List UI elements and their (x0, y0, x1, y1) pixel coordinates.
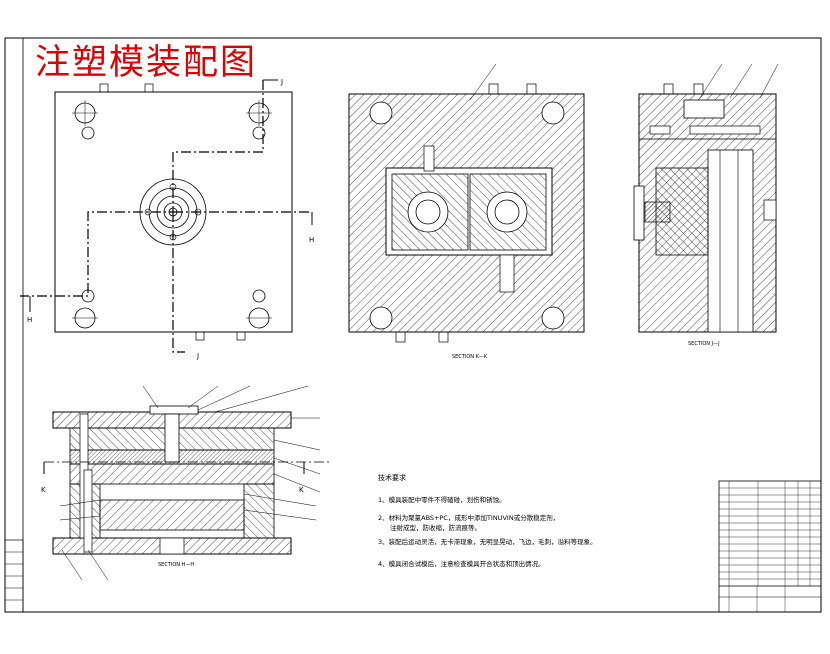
note-item-1: 1、模具装配中零件不得磕碰，划伤和锈蚀。 (378, 495, 506, 504)
top-plan-view: J H H J (20, 78, 314, 360)
technical-notes: 技术要求 1、模具装配中零件不得磕碰，划伤和锈蚀。 2、材料为聚氯ABS+PC，… (378, 473, 597, 568)
cut-marker-j-top: J (280, 78, 283, 86)
notes-heading: 技术要求 (378, 473, 406, 482)
section-kk-view: SECTION K—K (348, 63, 585, 360)
note-item-3: 3、装配后运动灵活，无卡滞现象，无明显晃动，飞边，毛刺，溢料等现象。 (378, 537, 597, 546)
parts-list-table (718, 480, 822, 613)
cut-marker-j-bottom: J (196, 352, 199, 360)
revision-strip (4, 539, 24, 613)
cut-marker-k-left: K (41, 486, 46, 494)
note-item-2b: 注射成型，防收缩，防流痕等。 (390, 523, 481, 532)
inner-border (22, 37, 822, 613)
parts-list-rows (719, 487, 821, 598)
section-kk-label: SECTION K—K (452, 354, 488, 360)
cut-marker-h-right: H (309, 236, 314, 244)
drawing-title: 注塑模装配图 (35, 43, 257, 83)
note-item-4: 4、模具闭合试模后，注意检查模具开合状态和顶出情况。 (378, 559, 545, 568)
section-hh-label: SECTION H—H (158, 562, 194, 568)
cut-marker-k-right: K (299, 486, 304, 494)
section-hh-view: K K SECTION H—H (41, 385, 330, 581)
section-jj-label: SECTION J—J (688, 341, 720, 347)
note-item-2: 2、材料为聚氯ABS+PC，成形中添加TINUVIN或分散稳定剂， (378, 513, 559, 522)
cut-marker-h-left: H (27, 316, 32, 324)
section-jj-view: SECTION J—J (633, 63, 779, 347)
